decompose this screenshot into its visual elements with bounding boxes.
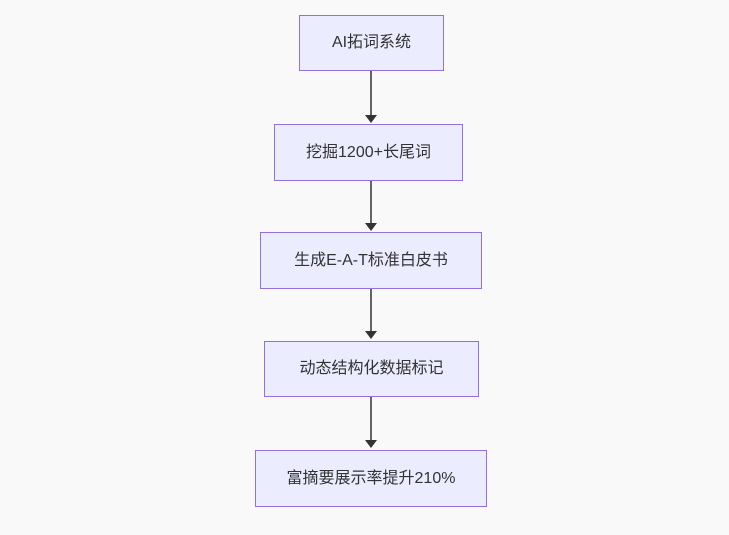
flowchart-node-step-1: AI拓词系统	[299, 15, 444, 71]
flowchart-node-step-3: 生成E-A-T标准白皮书	[260, 232, 482, 289]
arrowhead-down-icon	[365, 223, 377, 231]
edge-arrow-2	[365, 181, 377, 231]
flowchart-node-step-2: 挖掘1200+长尾词	[274, 124, 463, 181]
arrowhead-down-icon	[365, 331, 377, 339]
node-label: 生成E-A-T标准白皮书	[294, 251, 448, 269]
node-label: 挖掘1200+长尾词	[306, 143, 431, 161]
arrowhead-down-icon	[365, 440, 377, 448]
edge-arrow-4	[365, 397, 377, 448]
edge-arrow-3	[365, 289, 377, 339]
node-label: AI拓词系统	[331, 34, 412, 51]
node-label: 动态结构化数据标记	[299, 360, 444, 377]
arrowhead-down-icon	[365, 115, 377, 123]
flowchart-node-step-5: 富摘要展示率提升210%	[255, 450, 487, 507]
node-label: 富摘要展示率提升210%	[286, 469, 456, 487]
edge-arrow-1	[365, 71, 377, 123]
flowchart-node-step-4: 动态结构化数据标记	[264, 341, 479, 397]
